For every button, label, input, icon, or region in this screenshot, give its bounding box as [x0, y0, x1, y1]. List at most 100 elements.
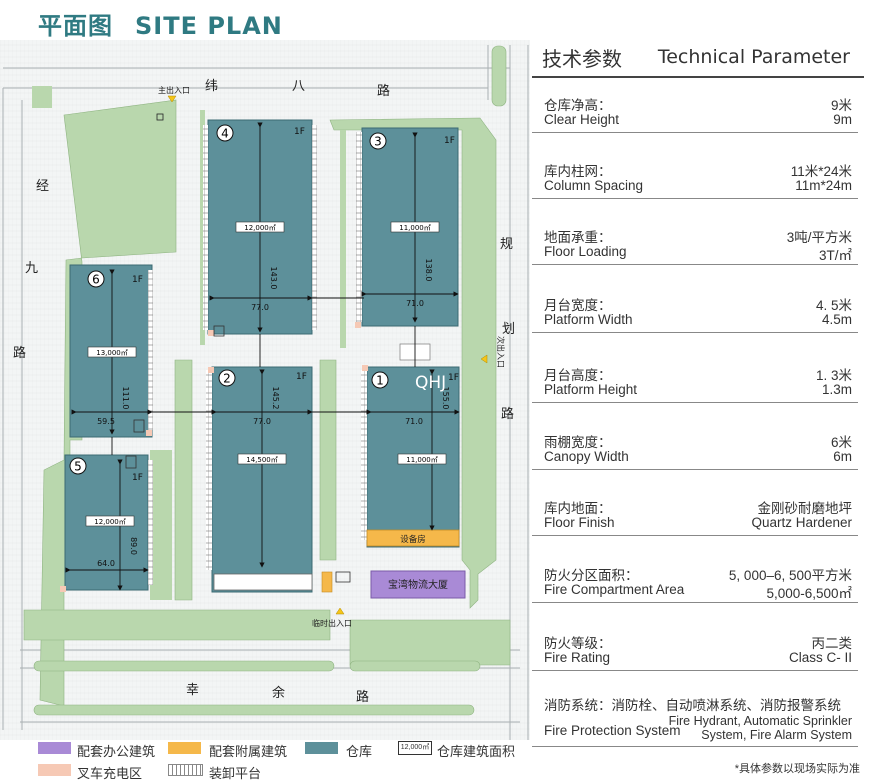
building-number-3: 3	[374, 135, 382, 149]
office-label: 宝湾物流大厦	[388, 578, 448, 591]
param-label-cn: 地面承重：	[544, 230, 612, 245]
param-value-en: Class C- II	[788, 650, 852, 665]
floor-label-6: 1F	[132, 275, 143, 285]
dim-depth-4: 143.0	[269, 267, 278, 290]
legend-swatch-warehouse	[305, 742, 338, 754]
param-clear-height: 仓库净高： Clear Height 9米 9m	[532, 94, 858, 133]
title-cn: 平面图	[38, 12, 113, 40]
floor-label-1: 1F	[448, 373, 459, 383]
equipment-room-label: 设备房	[400, 534, 426, 545]
office-building	[370, 570, 466, 599]
warehouse-3	[355, 127, 459, 361]
legend-warehouse-label: 仓库	[346, 744, 373, 759]
param-label-en: Canopy Width	[544, 449, 629, 464]
building-number-2: 2	[223, 372, 231, 386]
param-floor-finish: 库内地面： Floor Finish 金刚砂耐磨地坪 Quartz Harden…	[532, 497, 858, 536]
road-left-char-1: 经	[36, 179, 49, 194]
param-label-en: Column Spacing	[544, 178, 644, 193]
parameter-header-en: Technical Parameter	[657, 46, 850, 68]
fire-protection-value-line1: Fire Hydrant, Automatic Sprinkler	[668, 714, 852, 728]
param-label-en: Fire Rating	[544, 650, 611, 665]
dim-width-5: 64.0	[97, 559, 115, 568]
legend-swatch-office	[38, 742, 71, 754]
param-label-cn: 库内地面：	[544, 501, 612, 516]
param-platform-width: 月台宽度： Platform Width 4. 5米 4.5m	[532, 294, 858, 333]
building-number-6: 6	[92, 273, 100, 287]
secondary-entrance-label: 次出入口	[496, 336, 506, 368]
building-number-4: 4	[221, 127, 229, 141]
title-en: SITE PLAN	[135, 12, 283, 40]
technical-parameter-panel: 技术参数 Technical Parameter 仓库净高： Clear Hei…	[532, 38, 864, 747]
legend-charging-label: 叉车充电区	[77, 766, 143, 781]
road-bottom-char-2: 余	[272, 685, 285, 701]
fire-protection-value: Fire Hydrant, Automatic Sprinkler System…	[669, 714, 852, 742]
floor-label-5: 1F	[132, 473, 143, 483]
param-value-en: 5,000-6,500㎡	[766, 586, 852, 601]
param-canopy-width: 雨棚宽度： Canopy Width 6米 6m	[532, 431, 858, 470]
legend-office-label: 配套办公建筑	[77, 744, 156, 759]
temporary-entrance-label: 临时出入口	[312, 618, 352, 628]
legend-swatch-auxiliary	[168, 742, 201, 754]
param-label-cn: 仓库净高：	[544, 98, 612, 113]
param-label-en: Floor Finish	[544, 515, 615, 530]
floor-label-3: 1F	[444, 136, 455, 146]
param-value-cn: 9米	[830, 98, 852, 113]
dim-width-4: 77.0	[251, 303, 269, 312]
area-tag-1: 11,000㎡	[406, 456, 438, 464]
fire-protection-en: Fire Protection System	[544, 723, 681, 738]
param-value-cn: 4. 5米	[815, 298, 852, 313]
param-fire-compartment: 防火分区面积： Fire Compartment Area 5, 000–6, …	[532, 564, 858, 603]
warehouse-2	[206, 366, 313, 593]
param-value-cn: 1. 3米	[815, 368, 852, 383]
param-value-cn: 金刚砂耐磨地坪	[757, 501, 853, 516]
main-entrance-label: 主出入口	[158, 85, 190, 95]
area-tag-6: 13,000㎡	[96, 349, 128, 357]
param-column-spacing: 库内柱网： Column Spacing 11米*24米 11m*24m	[532, 160, 858, 199]
parameter-header: 技术参数 Technical Parameter	[532, 38, 864, 78]
dim-depth-1: 155.0	[441, 387, 450, 410]
dim-width-1: 71.0	[405, 417, 423, 426]
param-label-en: Fire Compartment Area	[544, 582, 685, 597]
param-platform-height: 月台高度： Platform Height 1. 3米 1.3m	[532, 364, 858, 403]
floor-label-2: 1F	[296, 372, 307, 382]
param-fire-rating: 防火等级： Fire Rating 丙二类 Class C- II	[532, 632, 858, 671]
watermark-text: QHJ	[415, 373, 446, 393]
legend-swatch-dock	[168, 764, 203, 776]
param-label-cn: 防火分区面积：	[544, 568, 639, 583]
legend-swatch-charging	[38, 764, 71, 776]
legend-area-label: 仓库建筑面积	[437, 744, 516, 759]
legend-area-sample: 12,000㎡	[398, 741, 432, 755]
dim-depth-2: 145.2	[271, 387, 280, 410]
dim-width-2: 77.0	[253, 417, 271, 426]
footnote: *具体参数以现场实际为准	[734, 763, 860, 775]
dim-depth-6: 111.0	[121, 387, 130, 410]
param-value-en: 9m	[833, 112, 852, 127]
area-tag-4: 12,000㎡	[244, 224, 276, 232]
param-value-cn: 6米	[830, 435, 852, 450]
param-value-en: Quartz Hardener	[751, 515, 852, 530]
road-bottom-char-1: 幸	[186, 683, 199, 698]
fire-protection-cn: 消防系统：消防栓、自动喷淋系统、消防报警系统	[544, 698, 841, 713]
parameter-header-cn: 技术参数	[542, 47, 622, 71]
param-value-en: 4.5m	[821, 312, 852, 327]
param-value-en: 11m*24m	[795, 178, 852, 193]
param-value-en: 6m	[833, 449, 852, 464]
road-left-char-3: 路	[13, 345, 26, 361]
legend-dock-label: 装卸平台	[209, 766, 262, 781]
dim-depth-3: 138.0	[424, 259, 433, 282]
area-tag-2: 14,500㎡	[246, 456, 278, 464]
param-label-cn: 月台高度：	[544, 368, 612, 383]
building-number-5: 5	[74, 460, 82, 474]
main-entrance-arrow-icon	[167, 95, 177, 103]
legend-auxiliary-label: 配套附属建筑	[209, 744, 288, 759]
param-value-cn: 3吨/平方米	[786, 230, 852, 245]
road-top-char-3: 路	[377, 83, 390, 99]
page-title: 平面图 SITE PLAN	[38, 6, 283, 41]
dim-width-6: 59.5	[97, 417, 115, 426]
param-label-en: Platform Height	[544, 382, 638, 397]
road-bottom-char-3: 路	[356, 689, 369, 705]
road-top-char-2: 八	[292, 79, 305, 94]
param-label-cn: 库内柱网：	[544, 164, 612, 179]
road-right-char-3: 路	[501, 406, 514, 422]
area-tag-3: 11,000㎡	[399, 224, 431, 232]
